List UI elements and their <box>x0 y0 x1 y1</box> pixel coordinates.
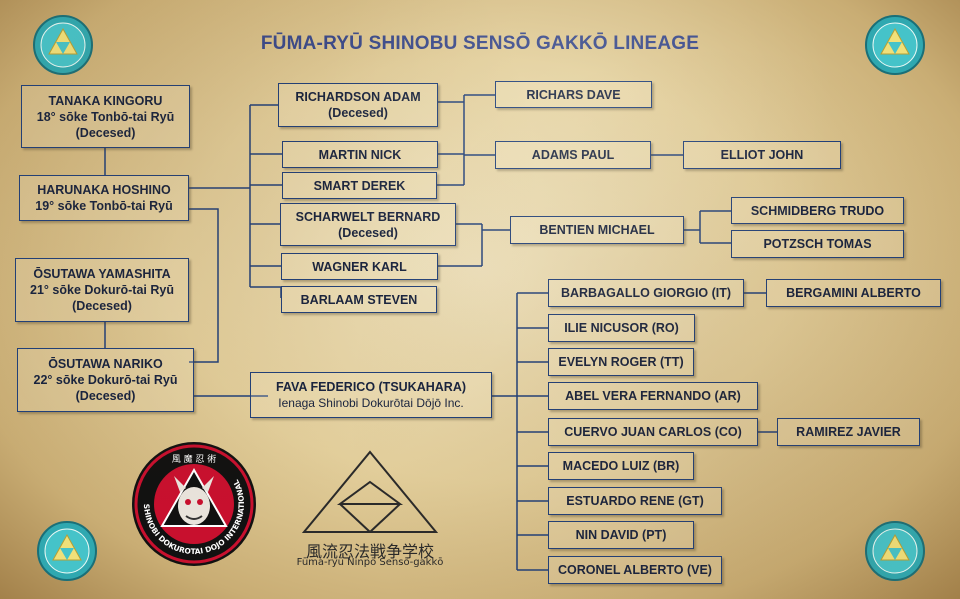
intl-coronel-box: CORONEL ALBERTO (VE) <box>548 556 722 584</box>
intl-name: EVELYN ROGER (TT) <box>558 355 684 369</box>
student-name: RICHARDSON ADAM <box>295 90 421 104</box>
emblem-kanji: 風 魔 忍 術 <box>172 453 217 465</box>
student-status: (Decesed) <box>338 225 398 240</box>
student-name: SMART DEREK <box>313 178 406 193</box>
soke-rank: 19° sōke Tonbō-tai Ryū <box>35 199 173 213</box>
student-name: SCHMIDBERG TRUDO <box>750 203 885 218</box>
fava-box: FAVA FEDERICO (TSUKAHARA) Ienaga Shinobi… <box>250 372 492 418</box>
soke-name: ŌSUTAWA YAMASHITA <box>33 267 171 281</box>
fava-name: FAVA FEDERICO (TSUKAHARA) <box>275 380 467 394</box>
intl-bergamini-box: BERGAMINI ALBERTO <box>766 279 941 307</box>
chart-title: FŪMA-RYŪ SHINOBU SENSŌ GAKKŌ LINEAGE <box>260 33 700 54</box>
intl-name: BERGAMINI ALBERTO <box>786 286 921 300</box>
student-martin-box: MARTIN NICK <box>282 141 438 168</box>
dojo-emblem-icon: SHINOBI DOKUROTAI DOJO INTERNATIONAL 風 魔… <box>132 442 256 566</box>
intl-macedo-box: MACEDO LUIZ (BR) <box>548 452 694 480</box>
student-wagner-box: WAGNER KARL <box>281 253 438 280</box>
student-smart-box: SMART DEREK <box>282 172 437 199</box>
soke-status: (Decesed) <box>75 125 136 140</box>
student-barlaam-box: BARLAAM STEVEN <box>281 286 437 313</box>
student-richardson-box: RICHARDSON ADAM (Decesed) <box>278 83 438 127</box>
student-name: POTZSCH TOMAS <box>763 237 872 251</box>
intl-name: ESTUARDO RENE (GT) <box>566 494 704 508</box>
student-bentien-box: BENTIEN MICHAEL <box>510 216 684 244</box>
student-name: WAGNER KARL <box>312 259 407 274</box>
intl-name: ABEL VERA FERNANDO (AR) <box>565 389 741 403</box>
triforce-medallion-icon <box>37 521 97 581</box>
intl-name: ILIE NICUSOR (RO) <box>564 321 679 335</box>
student-scharwelt-box: SCHARWELT BERNARD (Decesed) <box>280 203 456 246</box>
student-richars-box: RICHARS DAVE <box>495 81 652 108</box>
triangle-logo-icon <box>301 450 439 533</box>
student-adams-box: ADAMS PAUL <box>495 141 651 169</box>
school-romaji-name: Fūma-ryū Ninpō Sensō-gakkō <box>296 557 444 568</box>
student-schmidberg-box: SCHMIDBERG TRUDO <box>731 197 904 224</box>
intl-ramirez-box: RAMIREZ JAVIER <box>777 418 920 446</box>
student-name: BARLAAM STEVEN <box>300 292 418 307</box>
connector <box>189 208 219 363</box>
intl-cuervo-box: CUERVO JUAN CARLOS (CO) <box>548 418 758 446</box>
student-name: ADAMS PAUL <box>531 148 615 162</box>
student-name: BENTIEN MICHAEL <box>539 223 655 237</box>
triforce-medallion-icon <box>865 15 925 75</box>
student-name: ELLIOT JOHN <box>720 148 804 162</box>
fava-title: Ienaga Shinobi Dokurōtai Dōjō Inc. <box>278 396 464 410</box>
soke-nariko-box: ŌSUTAWA NARIKO 22° sōke Dokurō-tai Ryū (… <box>17 348 194 412</box>
intl-name: NIN DAVID (PT) <box>575 528 667 542</box>
soke-yamashita-box: ŌSUTAWA YAMASHITA 21° sōke Dokurō-tai Ry… <box>15 258 189 322</box>
intl-abel-box: ABEL VERA FERNANDO (AR) <box>548 382 758 410</box>
soke-name: ŌSUTAWA NARIKO <box>48 357 163 371</box>
intl-barbagallo-box: BARBAGALLO GIORGIO (IT) <box>548 279 744 307</box>
soke-rank: 18° sōke Tonbō-tai Ryū <box>36 109 175 124</box>
soke-name: TANAKA KINGORU <box>48 93 163 108</box>
soke-name: HARUNAKA HOSHINO <box>37 183 171 197</box>
intl-name: CUERVO JUAN CARLOS (CO) <box>564 425 742 439</box>
intl-ilie-box: ILIE NICUSOR (RO) <box>548 314 695 342</box>
student-potzsch-box: POTZSCH TOMAS <box>731 230 904 258</box>
student-name: MARTIN NICK <box>318 147 402 162</box>
student-elliot-box: ELLIOT JOHN <box>683 141 841 169</box>
soke-rank: 22° sōke Dokurō-tai Ryū <box>33 373 178 387</box>
connector <box>250 286 282 298</box>
soke-status: (Decesed) <box>75 389 136 403</box>
triforce-medallion-icon <box>33 15 93 75</box>
intl-estuardo-box: ESTUARDO RENE (GT) <box>548 487 722 515</box>
intl-name: MACEDO LUIZ (BR) <box>562 459 680 473</box>
intl-name: RAMIREZ JAVIER <box>796 425 901 439</box>
student-status: (Decesed) <box>328 106 388 120</box>
triforce-medallion-icon <box>865 521 925 581</box>
soke-hoshino-box: HARUNAKA HOSHINO 19° sōke Tonbō-tai Ryū <box>19 175 189 221</box>
soke-rank: 21° sōke Dokurō-tai Ryū <box>30 283 174 297</box>
student-name: SCHARWELT BERNARD <box>295 209 441 224</box>
intl-nin-box: NIN DAVID (PT) <box>548 521 694 549</box>
intl-evelyn-box: EVELYN ROGER (TT) <box>548 348 694 376</box>
soke-status: (Decesed) <box>72 299 132 313</box>
intl-name: BARBAGALLO GIORGIO (IT) <box>560 286 732 300</box>
student-name: RICHARS DAVE <box>526 87 621 102</box>
school-kanji-name: 風流忍法戦争学校 <box>305 542 434 561</box>
soke-tanaka-box: TANAKA KINGORU 18° sōke Tonbō-tai Ryū (D… <box>21 85 190 148</box>
intl-name: CORONEL ALBERTO (VE) <box>558 563 712 577</box>
